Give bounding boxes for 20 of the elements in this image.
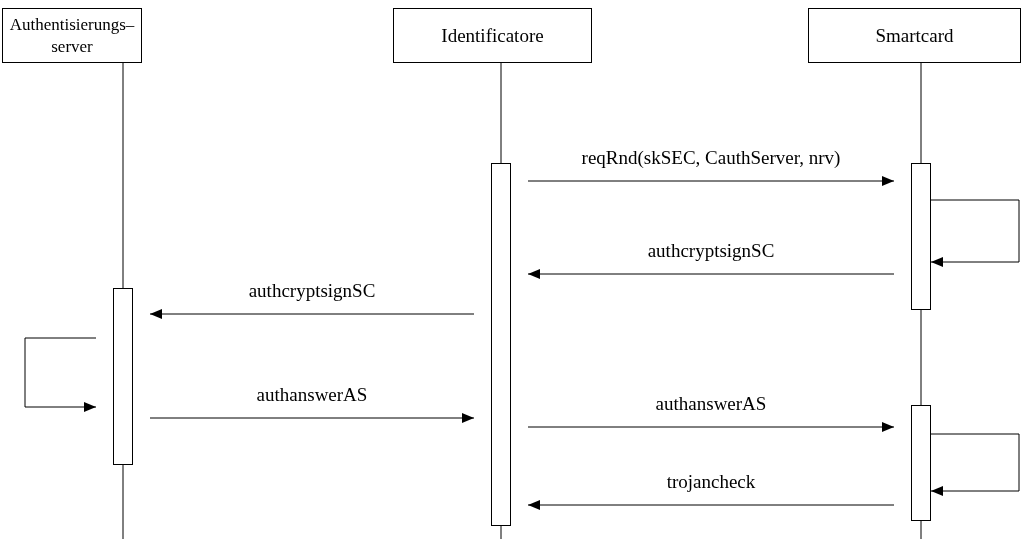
participant-name: Smartcard — [875, 23, 954, 48]
participant-name: Authentisierungs– server — [8, 13, 136, 58]
message-arrow — [527, 500, 895, 510]
self-message-arrow — [930, 433, 1020, 496]
message-arrow — [527, 422, 895, 432]
activation-bar — [113, 288, 133, 465]
message-arrow — [527, 176, 895, 186]
lifeline-header-box — [808, 8, 1021, 63]
message-arrow — [527, 269, 895, 279]
activation-bar — [491, 163, 511, 526]
self-message-arrow — [24, 337, 97, 412]
message-label: reqRnd(skSEC, CauthServer, nrv) — [579, 147, 843, 169]
activation-bar — [911, 405, 931, 521]
lifeline-header-box — [393, 8, 592, 63]
message-arrow — [149, 413, 475, 423]
participant-name: Identificatore — [441, 23, 544, 48]
lifeline-header-box — [2, 8, 142, 63]
message-arrow — [149, 309, 475, 319]
activation-bar — [911, 163, 931, 310]
self-message-arrow — [930, 199, 1020, 267]
